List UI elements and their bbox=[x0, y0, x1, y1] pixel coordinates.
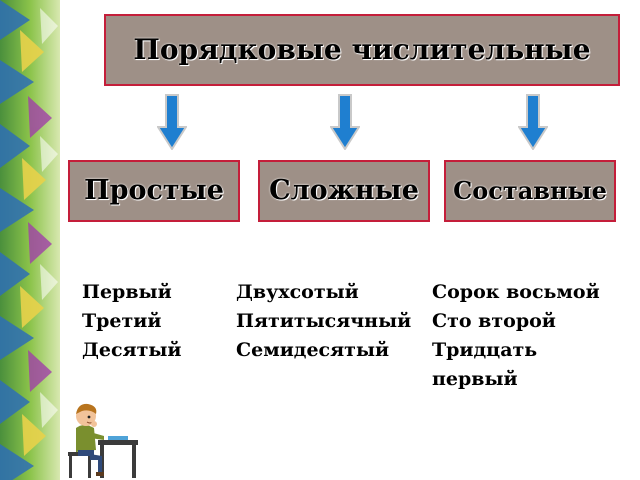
example-item: Двухсотый bbox=[236, 281, 359, 303]
example-item: Третий bbox=[82, 310, 162, 332]
example-item: Тридцать первый bbox=[432, 339, 538, 390]
arrow-down-icon bbox=[157, 94, 187, 150]
student-at-desk-illustration bbox=[68, 403, 138, 478]
title-text: Порядковые числительные bbox=[133, 33, 591, 66]
arrow-down-icon bbox=[330, 94, 360, 150]
example-item: Сто второй bbox=[432, 310, 556, 332]
title-box: Порядковые числительные bbox=[104, 14, 620, 86]
example-list-complex: Двухсотый Пятитысячный Семидесятый bbox=[236, 278, 426, 365]
decorative-ribbon bbox=[0, 0, 60, 480]
category-box-complex: Сложные bbox=[258, 160, 430, 222]
category-box-compound: Составные bbox=[444, 160, 616, 222]
category-label-simple: Простые bbox=[84, 175, 224, 206]
category-label-complex: Сложные bbox=[269, 175, 419, 206]
category-label-compound: Составные bbox=[453, 176, 607, 205]
example-item: Семидесятый bbox=[236, 339, 390, 361]
category-box-simple: Простые bbox=[68, 160, 240, 222]
arrow-down-icon bbox=[518, 94, 548, 150]
example-item: Сорок восьмой bbox=[432, 281, 600, 303]
example-list-compound: Сорок восьмой Сто второй Тридцать первый bbox=[432, 278, 612, 394]
example-item: Десятый bbox=[82, 339, 182, 361]
example-list-simple: Первый Третий Десятый bbox=[82, 278, 206, 365]
example-item: Первый bbox=[82, 281, 172, 303]
example-item: Пятитысячный bbox=[236, 310, 412, 332]
